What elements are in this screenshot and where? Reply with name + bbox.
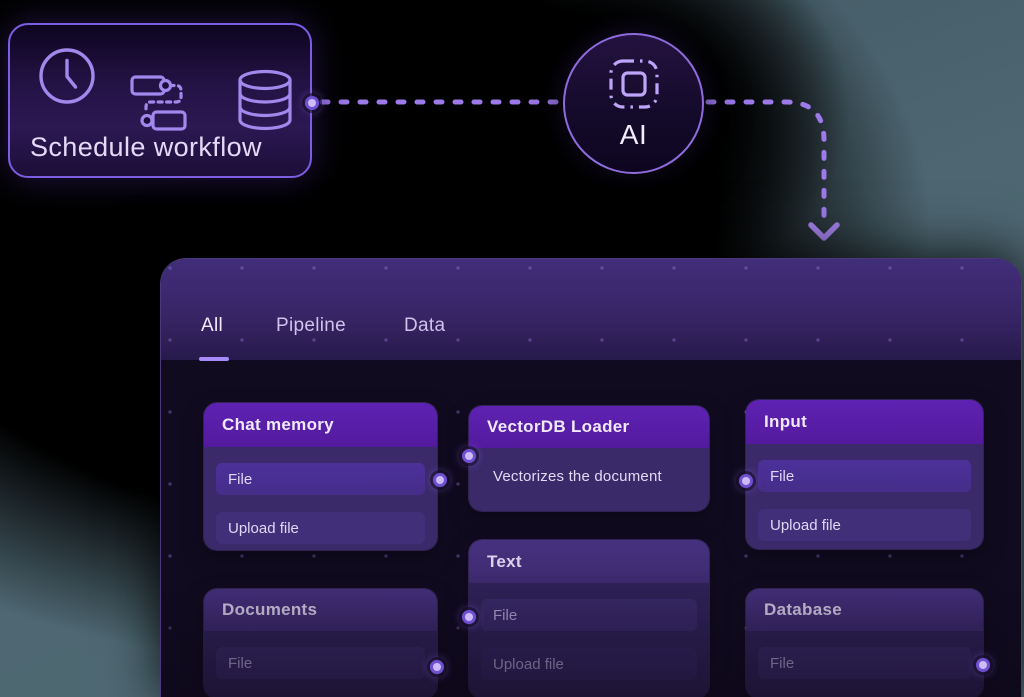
components-panel: All Pipeline Data Chat memory File Uploa… (160, 258, 1022, 697)
port-vectordb-left[interactable] (462, 449, 476, 463)
card-body: File (746, 631, 983, 697)
database-icon (238, 69, 292, 131)
row-file[interactable]: File (216, 463, 425, 495)
panel-tab-bar: All Pipeline Data (161, 259, 1021, 361)
card-vectordb-loader[interactable]: VectorDB Loader Vectorizes the document (469, 406, 709, 511)
card-chat-memory[interactable]: Chat memory File Upload file (204, 403, 437, 550)
card-title: Input (746, 400, 983, 444)
tab-data[interactable]: Data (404, 315, 446, 336)
schedule-workflow-label: Schedule workflow (30, 132, 262, 162)
arrowhead-down-icon (808, 222, 840, 241)
clock-icon (39, 48, 95, 104)
port-database-right[interactable] (976, 658, 990, 672)
workflow-steps-icon (130, 75, 187, 131)
card-input[interactable]: Input File Upload file (746, 400, 983, 549)
card-description: Vectorizes the document (493, 468, 662, 485)
chip-icon (608, 58, 659, 109)
card-title: Chat memory (204, 403, 437, 447)
card-body: Vectorizes the document (469, 448, 709, 511)
card-title: VectorDB Loader (469, 406, 709, 448)
card-body: File (204, 631, 437, 697)
schedule-output-port[interactable] (305, 96, 319, 110)
tab-all[interactable]: All (201, 315, 224, 336)
tab-pipeline[interactable]: Pipeline (276, 315, 347, 336)
ai-node[interactable]: AI (563, 33, 704, 174)
row-file[interactable]: File (216, 647, 425, 679)
row-file[interactable]: File (758, 460, 971, 492)
port-input-left[interactable] (739, 474, 753, 488)
card-title: Text (469, 540, 709, 583)
port-documents-right[interactable] (430, 660, 444, 674)
active-tab-underline (199, 357, 229, 361)
row-upload-file[interactable]: Upload file (481, 648, 697, 680)
row-file[interactable]: File (481, 599, 697, 631)
ai-node-label: AI (619, 118, 648, 150)
dashed-link-ai-to-panel (705, 99, 827, 219)
card-title: Documents (204, 589, 437, 631)
schedule-workflow-node[interactable]: Schedule workflow (8, 23, 319, 178)
card-body: File Upload file (204, 447, 437, 550)
row-file[interactable]: File (758, 647, 971, 679)
port-chat-memory-right[interactable] (433, 473, 447, 487)
card-title: Database (746, 589, 983, 631)
card-body: File Upload file (746, 444, 983, 549)
card-body: File Upload file (469, 583, 709, 697)
port-text-left[interactable] (462, 610, 476, 624)
row-upload-file[interactable]: Upload file (216, 512, 425, 544)
card-database[interactable]: Database File (746, 589, 983, 697)
row-upload-file[interactable]: Upload file (758, 509, 971, 541)
card-text[interactable]: Text File Upload file (469, 540, 709, 697)
card-documents[interactable]: Documents File (204, 589, 437, 697)
